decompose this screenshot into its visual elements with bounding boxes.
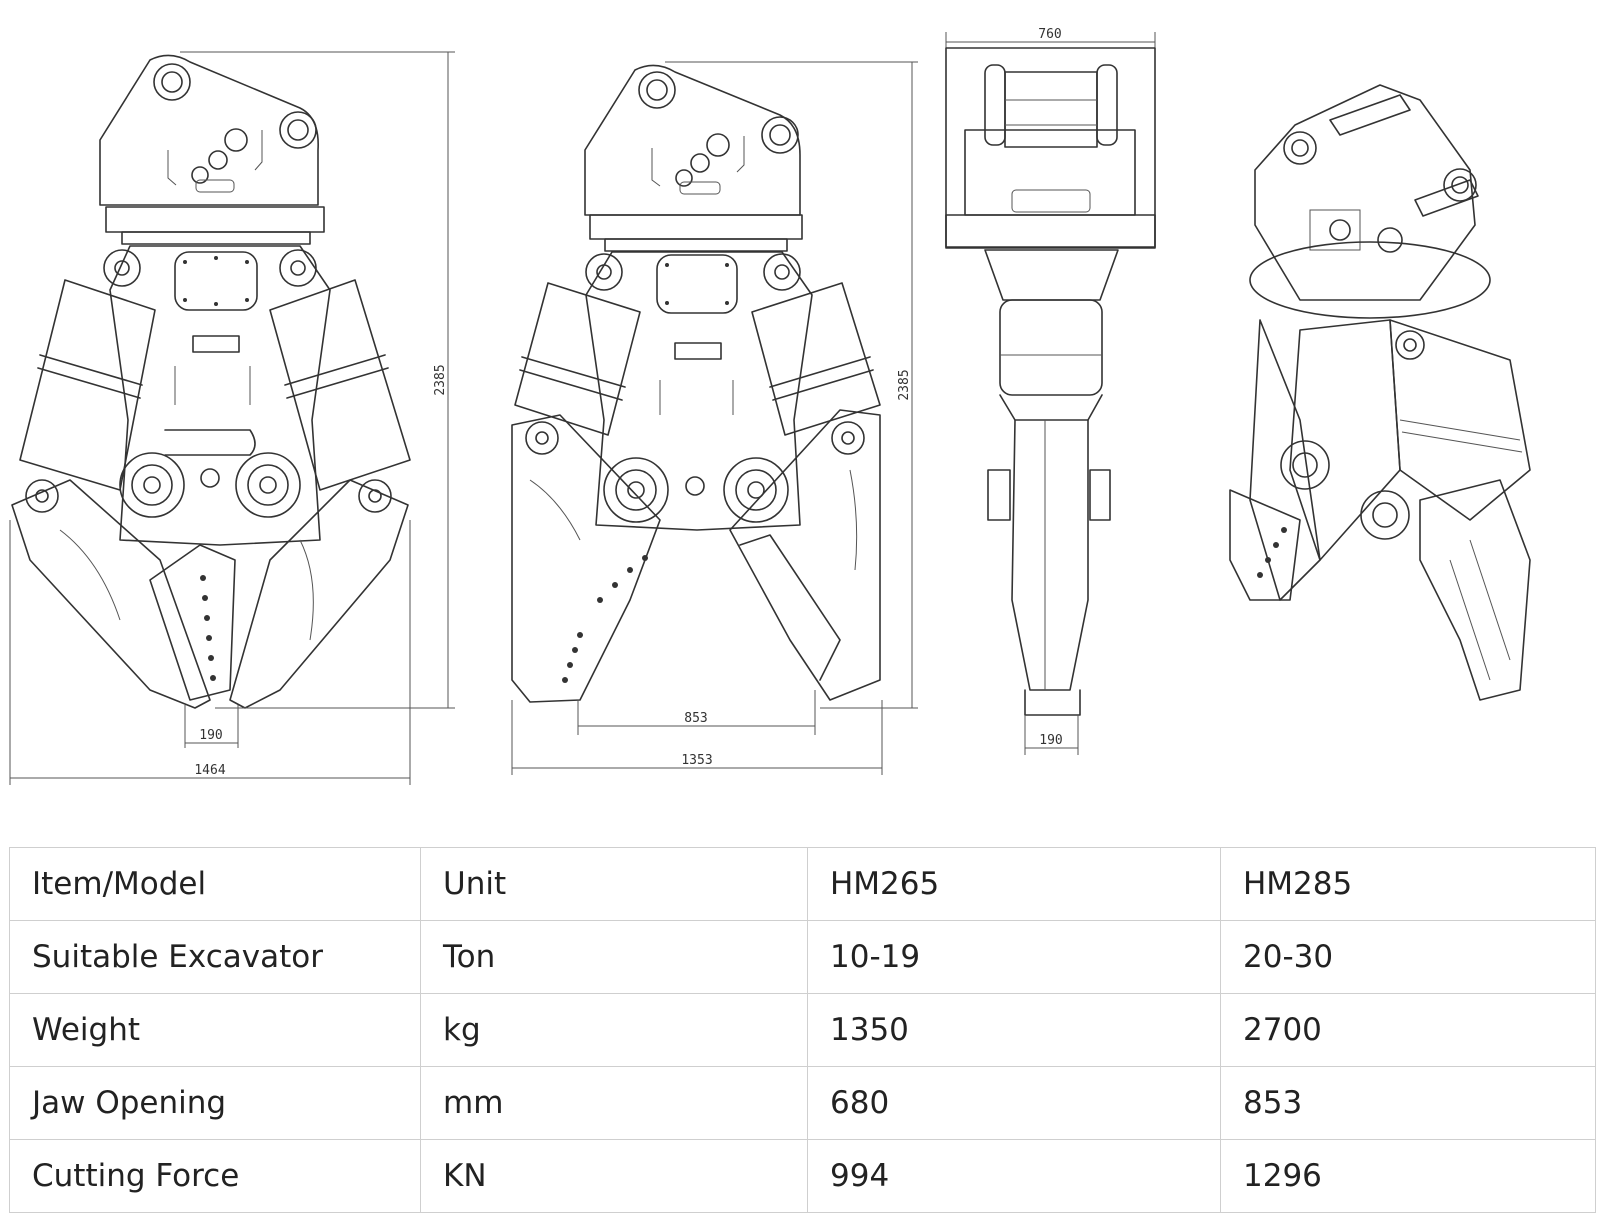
- table-cell: Suitable Excavator: [9, 920, 421, 994]
- front-open-view-drawing: 2385 853 1353: [511, 61, 918, 775]
- table-cell: 10-19: [807, 920, 1221, 994]
- header-cell-item-model: Item/Model: [9, 847, 421, 921]
- table-cell: 1350: [807, 993, 1221, 1067]
- front-open-view-width-label: 1353: [681, 753, 712, 768]
- front-view-drawing: 2385 190 1464: [9, 51, 455, 785]
- technical-drawings: 2385 190 1464: [9, 27, 1531, 785]
- header-cell-unit: Unit: [420, 847, 808, 921]
- header-cell-hm265: HM265: [807, 847, 1221, 921]
- table-row: Suitable Excavator Ton 10-19 20-30: [9, 920, 1596, 994]
- table-cell: 680: [807, 1066, 1221, 1140]
- table-cell: KN: [420, 1139, 808, 1213]
- front-open-view-jaw-opening-label: 853: [684, 711, 707, 726]
- spec-table: Item/Model Unit HM265 HM285 Suitable Exc…: [9, 847, 1596, 1213]
- table-header-row: Item/Model Unit HM265 HM285: [9, 847, 1596, 921]
- front-view-tip-label: 190: [199, 728, 222, 743]
- front-view-height-label: 2385: [433, 364, 448, 395]
- table-cell: kg: [420, 993, 808, 1067]
- drawings-svg: 2385 190 1464: [9, 27, 1531, 785]
- header-cell-hm285: HM285: [1220, 847, 1596, 921]
- side-view-drawing: 760 190: [945, 27, 1156, 755]
- table-cell: 2700: [1220, 993, 1596, 1067]
- table-cell: 20-30: [1220, 920, 1596, 994]
- table-row: Jaw Opening mm 680 853: [9, 1066, 1596, 1140]
- table-cell: mm: [420, 1066, 808, 1140]
- table-cell: Jaw Opening: [9, 1066, 421, 1140]
- table-cell: 1296: [1220, 1139, 1596, 1213]
- table-cell: Cutting Force: [9, 1139, 421, 1213]
- table-row: Weight kg 1350 2700: [9, 993, 1596, 1067]
- side-view-tip-label: 190: [1039, 733, 1062, 748]
- front-open-view-height-label: 2385: [897, 369, 912, 400]
- table-cell: 853: [1220, 1066, 1596, 1140]
- front-view-width-label: 1464: [194, 763, 225, 778]
- isometric-view-drawing: [1229, 84, 1531, 701]
- table-cell: 994: [807, 1139, 1221, 1213]
- table-row: Cutting Force KN 994 1296: [9, 1139, 1596, 1213]
- table-cell: Ton: [420, 920, 808, 994]
- table-cell: Weight: [9, 993, 421, 1067]
- side-view-top-width-label: 760: [1038, 27, 1061, 42]
